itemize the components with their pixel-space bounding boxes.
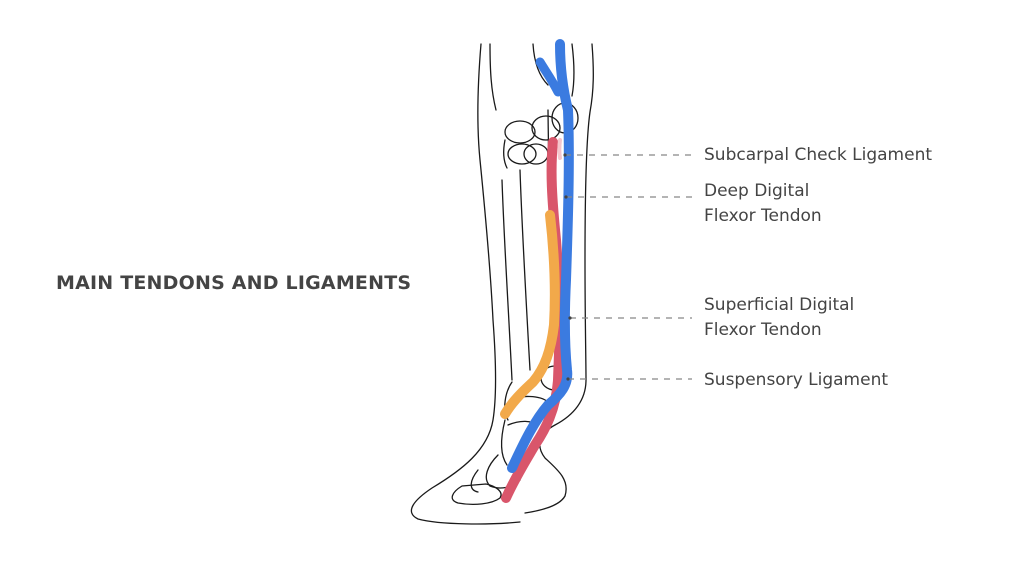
leader-endpoints [563,153,572,381]
label-ddft-line-2: Flexor Tendon [704,206,822,226]
label-subcarpal-check-ligament: Subcarpal Check Ligament [704,143,932,168]
label-sdft-line-1: Superficial Digital [704,295,855,315]
blue-upper-branch [535,57,563,97]
label-suspensory-ligament: Suspensory Ligament [704,368,888,393]
label-ddft-line-1: Deep Digital [704,181,810,201]
label-suspensory-text: Suspensory Ligament [704,370,889,390]
superficial-digital-flexor-tendon-shape [507,39,574,473]
subcarpal-check-ligament-shape [557,138,562,160]
label-deep-digital-flexor-tendon: Deep Digital Flexor Tendon [704,179,822,229]
suspensory-ligament-shape [500,210,560,419]
label-subcarpal-text: Subcarpal Check Ligament [704,145,933,165]
leader-lines [565,154,692,380]
diagram-title: MAIN TENDONS AND LIGAMENTS [56,272,412,294]
label-superficial-digital-flexor-tendon: Superficial Digital Flexor Tendon [704,293,854,343]
label-sdft-line-2: Flexor Tendon [704,320,822,340]
deep-digital-flexor-tendon-shape [501,137,565,503]
